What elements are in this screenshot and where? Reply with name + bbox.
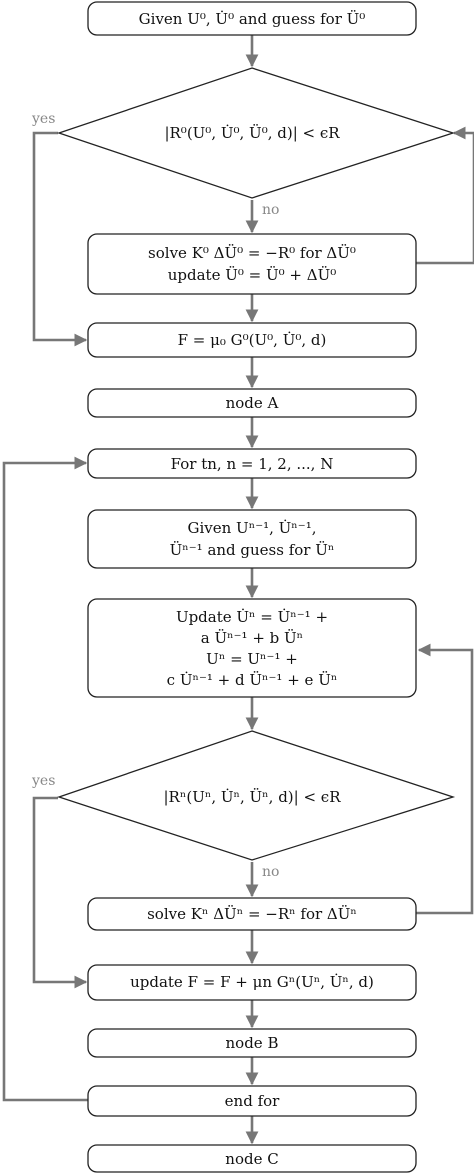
- edge-label-no: no: [262, 864, 279, 880]
- decision-residual-n: [56, 730, 456, 861]
- node-update-line1: Update U̇ⁿ = U̇ⁿ⁻¹ +: [176, 608, 328, 626]
- node-update: [87, 598, 417, 698]
- node-given-n: [87, 509, 417, 569]
- decision-residual-n-label: |Rⁿ(Uⁿ, U̇ⁿ, Üⁿ, d)| < ϵR: [164, 788, 342, 806]
- node-given-n-line1: Given Uⁿ⁻¹, U̇ⁿ⁻¹,: [188, 519, 317, 537]
- node-force-n-label: update F = F + μn Gⁿ(Uⁿ, U̇ⁿ, d): [130, 973, 374, 991]
- edge-solve-n-loopback: [416, 643, 474, 915]
- node-force-n: [87, 964, 417, 1001]
- node-c-label: node C: [225, 1150, 278, 1168]
- node-a-label: node A: [226, 394, 279, 412]
- node-loop-label: For tn, n = 1, 2, ..., N: [171, 455, 334, 473]
- node-force0: [87, 322, 417, 358]
- node-solve-n-label: solve Kⁿ ΔÜⁿ = −Rⁿ for ΔÜⁿ: [147, 905, 357, 923]
- decision-residual-0: [56, 67, 456, 199]
- node-update-line4: c U̇ⁿ⁻¹ + d Üⁿ⁻¹ + e Üⁿ: [167, 671, 338, 689]
- node-c: [87, 1144, 417, 1173]
- node-solve0-line2: update Ü⁰ = Ü⁰ + ΔÜ⁰: [168, 266, 337, 284]
- edge-solve0-loopback: [416, 126, 474, 265]
- node-loop: [87, 448, 417, 479]
- node-init: [87, 1, 417, 36]
- node-endfor: [87, 1085, 417, 1117]
- node-solve0-line1: solve K⁰ ΔÜ⁰ = −R⁰ for ΔÜ⁰: [148, 244, 356, 262]
- edge-label-yes: yes: [31, 773, 55, 789]
- node-update-line2: a Üⁿ⁻¹ + b Üⁿ: [201, 629, 303, 647]
- edge-label-yes: yes: [31, 111, 55, 127]
- node-init-label: Given U⁰, U̇⁰ and guess for Ü⁰: [139, 10, 366, 28]
- decision-residual-0-label: |R⁰(U⁰, U̇⁰, Ü⁰, d)| < ϵR: [164, 124, 340, 142]
- edge-check-n-yes-to-force-n: [32, 796, 88, 989]
- node-given-n-line2: Üⁿ⁻¹ and guess for Üⁿ: [170, 541, 335, 559]
- node-endfor-label: end for: [225, 1092, 280, 1110]
- edge-label-no: no: [262, 202, 279, 218]
- node-b: [87, 1028, 417, 1058]
- node-a: [87, 388, 417, 418]
- edge-check0-yes-to-force0: [32, 131, 88, 347]
- node-force0-label: F = μ₀ G⁰(U⁰, U̇⁰, d): [178, 331, 327, 349]
- edge-endfor-loopback: [2, 456, 88, 1102]
- node-b-label: node B: [226, 1034, 279, 1052]
- node-solve-n: [87, 897, 417, 931]
- node-update-line3: Uⁿ = Uⁿ⁻¹ +: [206, 650, 298, 668]
- node-solve0: [87, 233, 417, 295]
